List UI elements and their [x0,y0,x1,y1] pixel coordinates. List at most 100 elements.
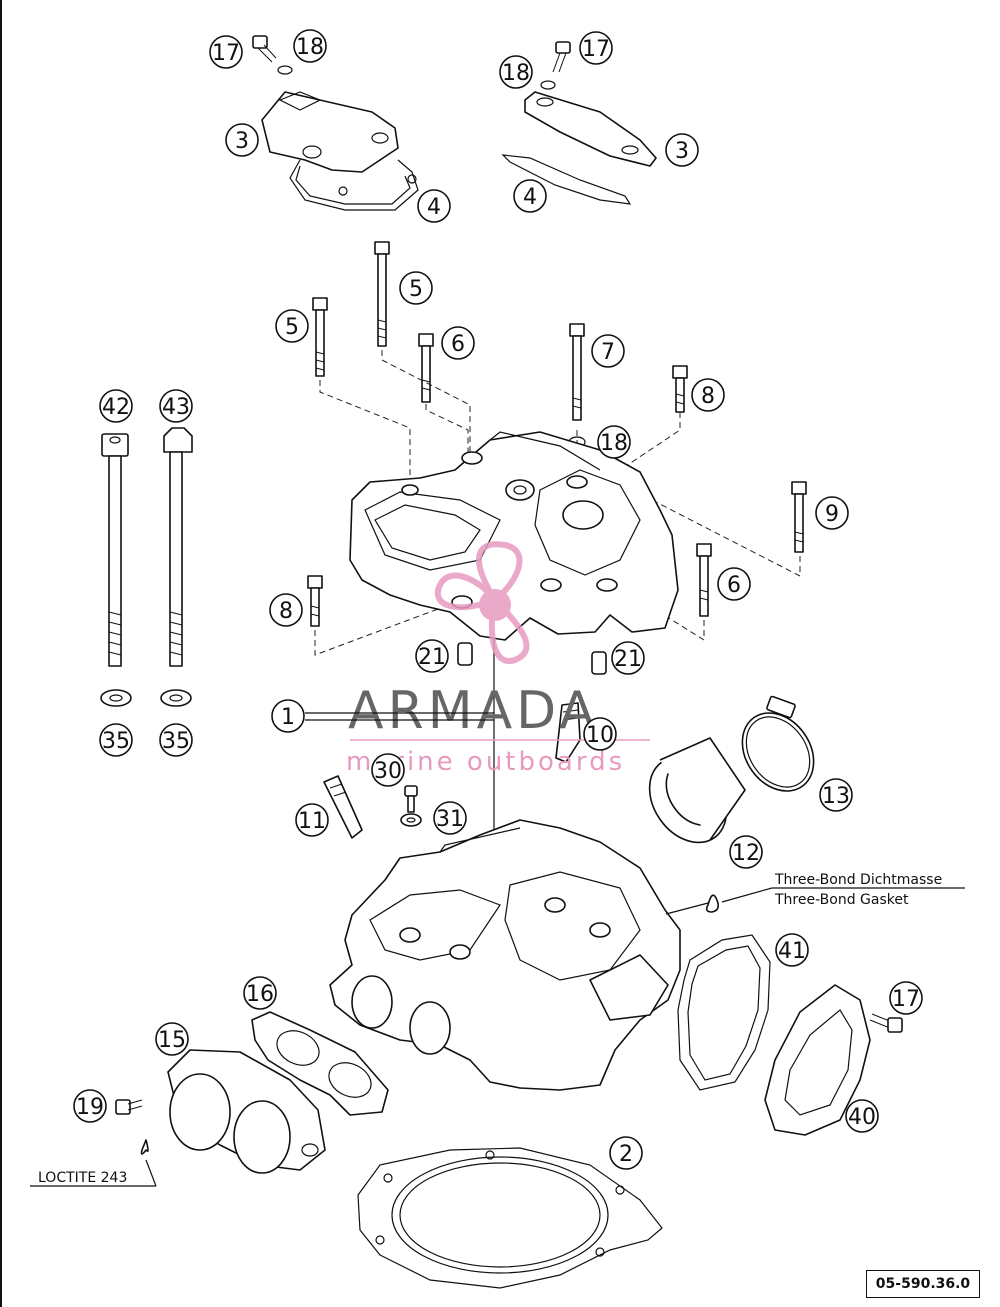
svg-text:18: 18 [600,431,628,456]
callout-40[interactable]: 40 [845,1099,879,1133]
callout-11[interactable]: 11 [295,803,329,837]
callout-18[interactable]: 18 [597,425,631,459]
svg-text:42: 42 [102,395,130,420]
leader-part-1 [305,712,494,721]
svg-text:17: 17 [582,37,610,62]
svg-text:4: 4 [523,185,537,210]
washer-35-left[interactable] [100,689,132,707]
callout-3[interactable]: 3 [665,133,699,167]
svg-text:3: 3 [235,129,249,154]
bolt-9[interactable] [791,481,807,553]
callout-6[interactable]: 6 [441,326,475,360]
svg-text:21: 21 [614,647,642,672]
cover-gasket-41[interactable] [677,934,771,1091]
callout-41[interactable]: 41 [775,933,809,967]
callout-17[interactable]: 17 [889,981,923,1015]
washer-31[interactable] [400,813,422,827]
timing-cover-40[interactable] [764,984,871,1136]
callout-18[interactable]: 18 [499,55,533,89]
camshaft-carrier[interactable] [349,431,679,641]
callout-4[interactable]: 4 [417,189,451,223]
sealant-note-en: Three-Bond Gasket [774,892,909,908]
svg-text:30: 30 [374,759,402,784]
dowel-pin-21-left[interactable] [457,642,473,666]
watermark-logo [435,541,530,665]
screw-19[interactable] [30,1099,157,1187]
bolt-8-lower[interactable] [307,575,323,627]
callout-19[interactable]: 19 [73,1089,107,1123]
callout-6[interactable]: 6 [717,567,751,601]
assembly-leader-lines [314,350,801,840]
svg-text:17: 17 [212,41,240,66]
bolt-6-upper[interactable] [418,333,434,403]
left-frame-line [0,0,2,1307]
screw-17-top-right[interactable] [540,41,571,90]
cylinder-head[interactable] [329,819,713,1091]
callout-7[interactable]: 7 [591,334,625,368]
callout-18[interactable]: 18 [293,29,327,63]
callout-21[interactable]: 21 [611,641,645,675]
svg-text:18: 18 [296,35,324,60]
callout-5[interactable]: 5 [399,271,433,305]
stud-43[interactable] [163,427,193,667]
callout-10[interactable]: 10 [583,717,617,751]
callout-30[interactable]: 30 [371,753,405,787]
callout-17[interactable]: 17 [209,35,243,69]
screw-17-cover[interactable] [869,1013,903,1033]
valve-cover-left[interactable] [261,91,399,173]
valve-cover-gasket-left[interactable] [289,159,419,211]
callout-15[interactable]: 15 [155,1022,189,1056]
bolt-8-upper[interactable] [672,365,688,413]
callout-35[interactable]: 35 [99,723,133,757]
callout-8[interactable]: 8 [269,593,303,627]
washer-35-right[interactable] [160,689,192,707]
screw-17-top-left[interactable] [252,35,293,75]
callout-31[interactable]: 31 [433,801,467,835]
svg-text:2: 2 [619,1142,633,1167]
svg-text:31: 31 [436,807,464,832]
svg-text:35: 35 [162,729,190,754]
svg-text:40: 40 [848,1105,876,1130]
callout-21[interactable]: 21 [415,639,449,673]
svg-text:10: 10 [586,723,614,748]
svg-text:13: 13 [822,784,850,809]
screw-30[interactable] [404,785,418,813]
svg-text:8: 8 [701,384,715,409]
dowel-pin-21-right[interactable] [591,651,607,675]
svg-text:19: 19 [76,1095,104,1120]
loctite-note: LOCTITE 243 [38,1170,127,1186]
callout-3[interactable]: 3 [225,123,259,157]
callout-42[interactable]: 42 [99,389,133,423]
callout-5[interactable]: 5 [275,309,309,343]
valve-cover-right[interactable] [524,91,657,167]
callout-4[interactable]: 4 [513,179,547,213]
bolt-6-lower[interactable] [696,543,712,617]
svg-text:6: 6 [727,573,741,598]
callout-1[interactable]: 1 [271,699,305,733]
callout-13[interactable]: 13 [819,778,853,812]
svg-text:15: 15 [158,1028,186,1053]
svg-text:9: 9 [825,502,839,527]
bolt-5-upper[interactable] [374,241,390,347]
callout-35[interactable]: 35 [159,723,193,757]
valve-cover-gasket-right[interactable] [501,154,632,205]
callout-8[interactable]: 8 [691,378,725,412]
bolt-5-lower[interactable] [312,297,328,377]
callout-9[interactable]: 9 [815,496,849,530]
bolt-7[interactable] [568,323,586,448]
intake-manifold-rubber-12[interactable] [634,737,746,857]
valve-guide-10[interactable] [555,702,581,763]
stud-42[interactable] [101,433,129,667]
cylinder-gasket-2[interactable] [357,1147,663,1289]
callout-2[interactable]: 2 [609,1136,643,1170]
svg-text:6: 6 [451,332,465,357]
exhaust-socket-15[interactable] [167,1049,326,1174]
callout-43[interactable]: 43 [159,389,193,423]
valve-guide-11[interactable] [323,775,363,839]
exhaust-gasket-16[interactable] [251,1011,389,1116]
callout-12[interactable]: 12 [729,835,763,869]
svg-text:35: 35 [102,729,130,754]
callout-17[interactable]: 17 [579,31,613,65]
callout-16[interactable]: 16 [243,976,277,1010]
hose-clamp-13[interactable] [728,695,829,805]
